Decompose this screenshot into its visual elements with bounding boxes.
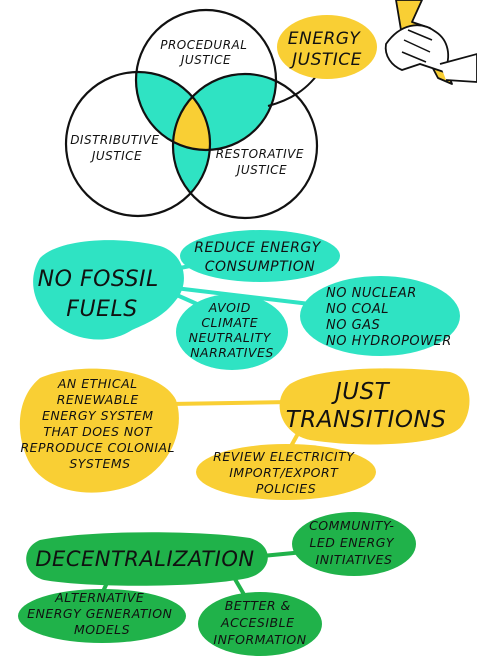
decentral-blob	[26, 532, 268, 586]
distributive-label: DISTRIBUTIVE JUSTICE	[70, 133, 164, 163]
decentral-label: DECENTRALIZATION	[35, 547, 254, 571]
no-fossil-label: NO FOSSIL FUELS	[38, 267, 167, 322]
reduce-blob	[180, 230, 340, 282]
venn-diagram: PROCEDURAL JUSTICE DISTRIBUTIVE JUSTICE …	[64, 0, 477, 220]
reduce-label: REDUCE ENERGY CONSUMPTION	[194, 240, 325, 275]
procedural-label: PROCEDURAL JUSTICE	[160, 38, 252, 67]
better-label: BETTER & ACCESIBLE INFORMATION	[213, 598, 306, 647]
better-blob	[198, 592, 322, 656]
transitions-connector-ethical	[169, 400, 291, 406]
no-list-blob	[300, 276, 460, 356]
fossil-section: NO FOSSIL FUELS REDUCE ENERGY CONSUMPTIO…	[33, 230, 460, 370]
ethical-blob	[19, 368, 179, 493]
energy-justice-label: ENERGY JUSTICE	[288, 29, 366, 70]
transitions-section: AN ETHICAL RENEWABLE ENERGY SYSTEM THAT …	[19, 368, 470, 500]
community-blob	[292, 512, 416, 576]
distributive-circle	[64, 70, 212, 218]
decentral-section: DECENTRALIZATION COMMUNITY- LED ENERGY I…	[18, 512, 416, 656]
alternative-blob	[18, 589, 186, 643]
avoid-label: AVOID CLIMATE NEUTRALITY NARRATIVES	[189, 300, 276, 360]
restorative-label: RESTORATIVE JUSTICE	[216, 147, 308, 177]
ethical-label: AN ETHICAL RENEWABLE ENERGY SYSTEM THAT …	[20, 376, 179, 471]
restorative-circle	[171, 72, 319, 220]
just-transitions-label: JUST TRANSITIONS	[286, 379, 447, 433]
review-blob	[196, 444, 376, 500]
alternative-label: ALTERNATIVE ENERGY GENERATION MODELS	[27, 590, 177, 637]
just-transitions-blob	[279, 368, 470, 445]
avoid-blob	[176, 294, 288, 370]
community-label: COMMUNITY- LED ENERGY INITIATIVES	[309, 518, 399, 567]
hand-lightning-icon	[384, 0, 477, 85]
energy-justice-blob	[277, 15, 377, 79]
no-fossil-blob	[33, 240, 184, 340]
no-list-label: NO NUCLEAR NO COAL NO GAS NO HYDROPOWER	[326, 286, 452, 349]
review-label: REVIEW ELECTRICITY IMPORT/EXPORT POLICIE…	[213, 449, 359, 496]
